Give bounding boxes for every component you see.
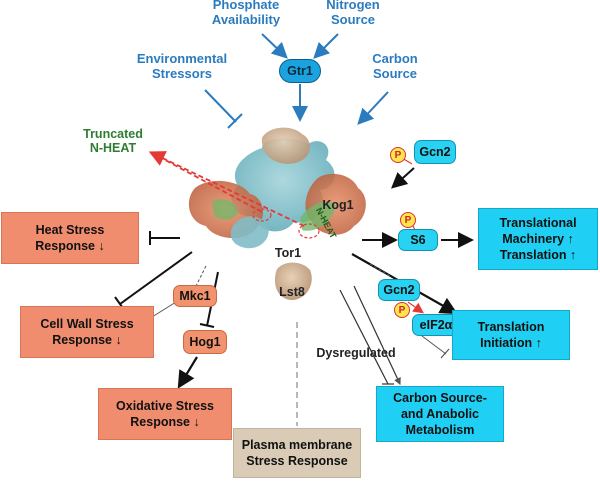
gcn2-to-complex-arrow xyxy=(391,167,415,189)
truncated-nheat-dashed-arrow-2 xyxy=(151,152,263,213)
hog1-to-oxidative-arrow xyxy=(177,356,198,389)
tor1-label: Tor1 xyxy=(274,246,302,260)
complex-to-gcn2-dashed xyxy=(369,263,391,277)
nitrogen-to-gtr1-arrow xyxy=(313,33,339,59)
lst8-label: Lst8 xyxy=(279,285,305,299)
environmental-inhibits-complex xyxy=(204,89,237,123)
gtr1-node: Gtr1 xyxy=(279,59,321,83)
hog1-inhibit-bar xyxy=(199,323,215,328)
phosphate-to-gtr1-arrow xyxy=(261,33,288,59)
gcn2-mid-node: Gcn2 xyxy=(378,279,420,301)
torc1-complex-structure xyxy=(188,127,366,300)
complex-to-carbon-metabolism-line-2 xyxy=(339,289,389,385)
oxidative-stress-response-box: Oxidative Stress Response ↓ xyxy=(98,388,232,440)
phospho-badge-eif2a: P xyxy=(394,302,410,318)
nitrogen-source-label: Nitrogen Source xyxy=(326,0,380,27)
dysregulated-label: Dysregulated xyxy=(316,346,396,360)
gcn2-top-node: Gcn2 xyxy=(414,140,456,164)
phospho-badge-gcn2-top: P xyxy=(390,147,406,163)
phosphate-availability-label: Phosphate Availability xyxy=(211,0,281,27)
gcn2-to-eif2a-red xyxy=(407,301,424,314)
cell-wall-stress-response-box: Cell Wall Stress Response ↓ xyxy=(20,306,154,358)
heat-stress-response-box: Heat Stress Response ↓ xyxy=(1,212,139,264)
complex-to-mkc1-dashed xyxy=(195,265,207,287)
complex-to-carbon-metabolism-line-1 xyxy=(353,285,401,386)
eif2a-inhibits-translation-initiation xyxy=(421,335,447,355)
plasma-membrane-stress-response-box: Plasma membrane Stress Response xyxy=(233,428,361,478)
translation-initiation-box: Translation Initiation ↑ xyxy=(452,310,570,360)
hog1-node: Hog1 xyxy=(183,330,227,354)
truncated-nheat-label: Truncated N-HEAT xyxy=(83,127,143,156)
complex-inhibits-cell-wall xyxy=(119,251,193,305)
environmental-inhibit-bar xyxy=(227,113,243,129)
environmental-stressors-label: Environmental Stressors xyxy=(136,51,228,81)
carbon-metabolism-box: Carbon Source- and Anabolic Metabolism xyxy=(376,386,504,442)
eif2a-inhibit-bar xyxy=(440,348,450,359)
phospho-badge-s6: P xyxy=(400,212,416,228)
carbon-to-complex-arrow xyxy=(357,91,389,125)
truncated-nheat-dashed-arrow-1 xyxy=(148,151,305,227)
kog1-label: Kog1 xyxy=(322,198,354,212)
mkc1-node: Mkc1 xyxy=(173,285,217,307)
translational-machinery-box: Translational Machinery ↑ Translation ↑ xyxy=(478,208,598,270)
s6-node: S6 xyxy=(398,229,438,251)
carbon-source-label: Carbon Source xyxy=(372,51,418,81)
